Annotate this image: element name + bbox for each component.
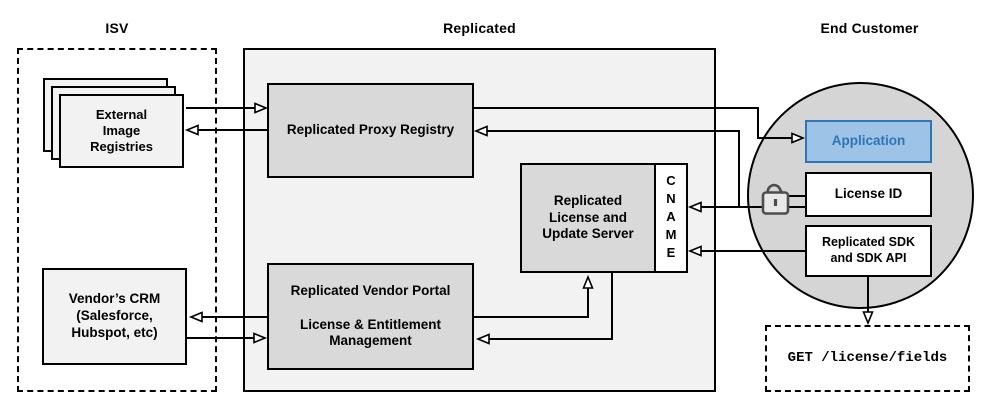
license-update-server-node: Replicated License and Update Server: [520, 163, 656, 273]
get-license-fields-node: GET /license/fields: [765, 325, 970, 392]
replicated-section-title: Replicated: [443, 20, 516, 36]
end-customer-section-title: End Customer: [820, 20, 919, 36]
sdk-node: Replicated SDK and SDK API: [805, 225, 932, 277]
vendor-crm-node: Vendor’s CRM (Salesforce, Hubspot, etc): [42, 268, 187, 365]
external-image-registries-node: External Image Registries: [59, 94, 184, 168]
cname-node: CNAME: [654, 163, 688, 273]
license-id-node: License ID: [805, 172, 932, 217]
vendor-portal-node: Replicated Vendor Portal License & Entit…: [267, 263, 474, 370]
application-node: Application: [805, 120, 932, 163]
proxy-registry-node: Replicated Proxy Registry: [267, 83, 474, 178]
isv-section-boundary: [17, 48, 217, 392]
isv-section-title: ISV: [105, 20, 129, 36]
